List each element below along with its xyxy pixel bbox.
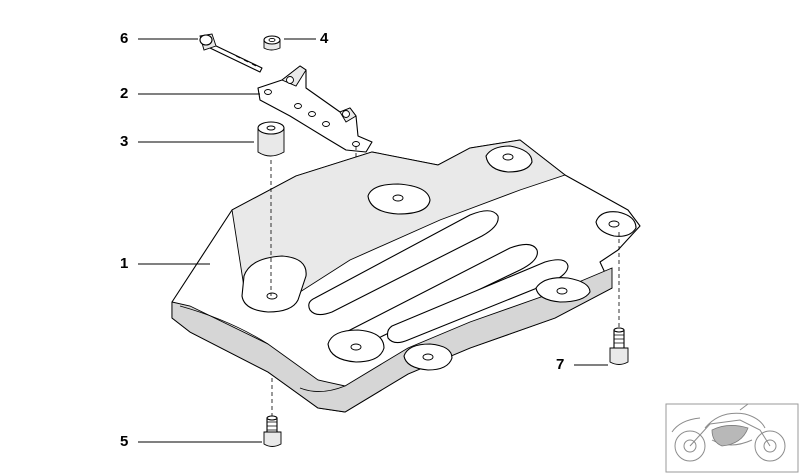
- mount-pocket-lower-mid: [327, 329, 385, 363]
- callout-2: 2: [120, 85, 260, 102]
- callout-label-5: 5: [120, 433, 128, 450]
- mount-pocket-front-right: [485, 145, 533, 173]
- motorcycle-thumbnail-icon: [665, 403, 799, 473]
- mount-pocket-rear-left: [241, 255, 307, 313]
- rubber-bushing-part[interactable]: [257, 121, 285, 157]
- mount-pocket-side-right: [595, 211, 637, 237]
- nut-part[interactable]: [263, 35, 281, 51]
- callout-3: 3: [120, 133, 254, 150]
- callout-1: 1: [120, 255, 210, 272]
- callout-5: 5: [120, 433, 262, 450]
- callout-label-6: 6: [120, 30, 128, 47]
- mounting-bracket-part[interactable]: [257, 65, 373, 153]
- callout-label-4: 4: [320, 30, 329, 47]
- callout-label-2: 2: [120, 85, 128, 102]
- mount-pocket-lower-center: [403, 343, 453, 371]
- callout-label-1: 1: [120, 255, 128, 272]
- side-bolt-part[interactable]: [609, 327, 629, 365]
- callout-6: 6: [120, 30, 198, 47]
- mount-pocket-lower-right: [535, 277, 591, 303]
- callout-4: 4: [284, 30, 329, 47]
- callout-7: 7: [556, 356, 608, 373]
- callout-label-7: 7: [556, 356, 564, 373]
- long-bolt-part[interactable]: [199, 33, 263, 73]
- skid-plate-part[interactable]: [171, 139, 641, 413]
- bottom-bolt-part[interactable]: [263, 415, 282, 447]
- callout-label-3: 3: [120, 133, 128, 150]
- mount-pocket-front-top: [367, 183, 431, 215]
